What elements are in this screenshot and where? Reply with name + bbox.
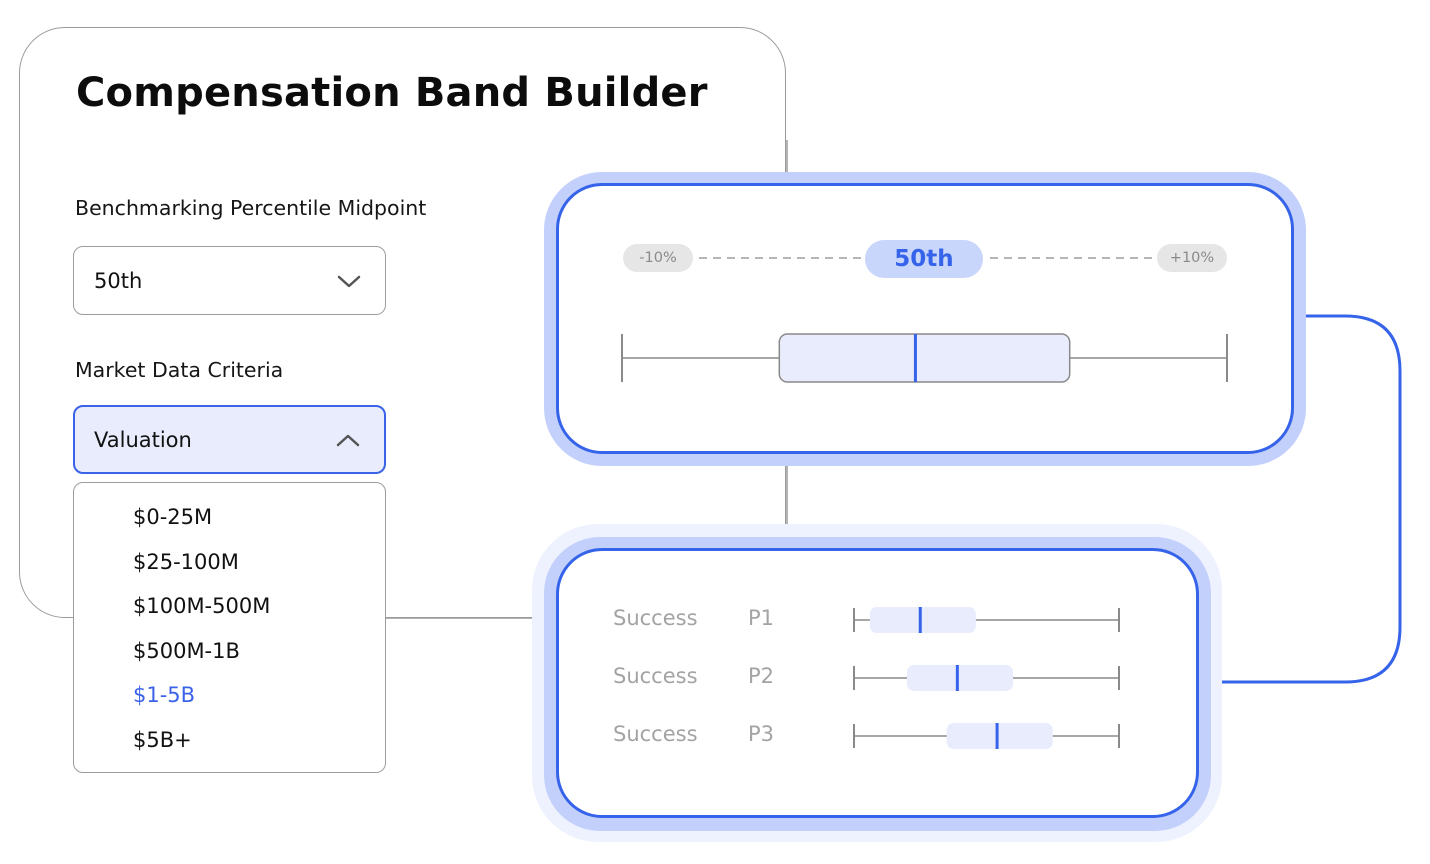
band-box xyxy=(778,333,1071,383)
criteria-label: Market Data Criteria xyxy=(75,358,284,382)
chevron-up-icon xyxy=(336,434,360,446)
criteria-options-list: $0-25M $25-100M $100M-500M $500M-1B $1-5B $5B… xyxy=(73,482,386,773)
row-label: Success xyxy=(613,664,698,688)
levels-panel xyxy=(556,548,1199,818)
low-bound-pill: -10% xyxy=(623,244,693,272)
midpoint-pill: 50th xyxy=(865,240,983,278)
criteria-option[interactable]: $100M-500M xyxy=(133,594,271,619)
chevron-down-icon xyxy=(337,275,361,287)
criteria-option[interactable]: $1-5B xyxy=(133,683,196,708)
band-box-plot xyxy=(621,257,1228,383)
band-panel xyxy=(556,183,1294,454)
percentile-select-value: 50th xyxy=(94,268,143,293)
criteria-option[interactable]: $0-25M xyxy=(133,505,213,529)
levels-box-plots xyxy=(853,607,1120,749)
criteria-option[interactable]: $25-100M xyxy=(133,549,239,574)
percentile-label: Benchmarking Percentile Midpoint xyxy=(75,196,427,220)
page-title: Compensation Band Builder xyxy=(76,70,708,116)
row-box xyxy=(907,665,1013,691)
row-label: Success xyxy=(613,722,698,746)
high-bound-pill: +10% xyxy=(1157,244,1227,272)
percentile-select[interactable]: 50th xyxy=(73,246,386,315)
row-level: P1 xyxy=(748,606,775,630)
row-box xyxy=(946,723,1053,749)
criteria-option[interactable]: $5B+ xyxy=(133,727,192,752)
row-level: P2 xyxy=(748,664,775,688)
criteria-select-value: Valuation xyxy=(94,427,192,452)
criteria-option[interactable]: $500M-1B xyxy=(133,638,240,663)
row-level: P3 xyxy=(748,722,775,746)
row-label: Success xyxy=(613,606,698,630)
row-box xyxy=(869,607,976,633)
criteria-select[interactable]: Valuation xyxy=(73,405,386,474)
